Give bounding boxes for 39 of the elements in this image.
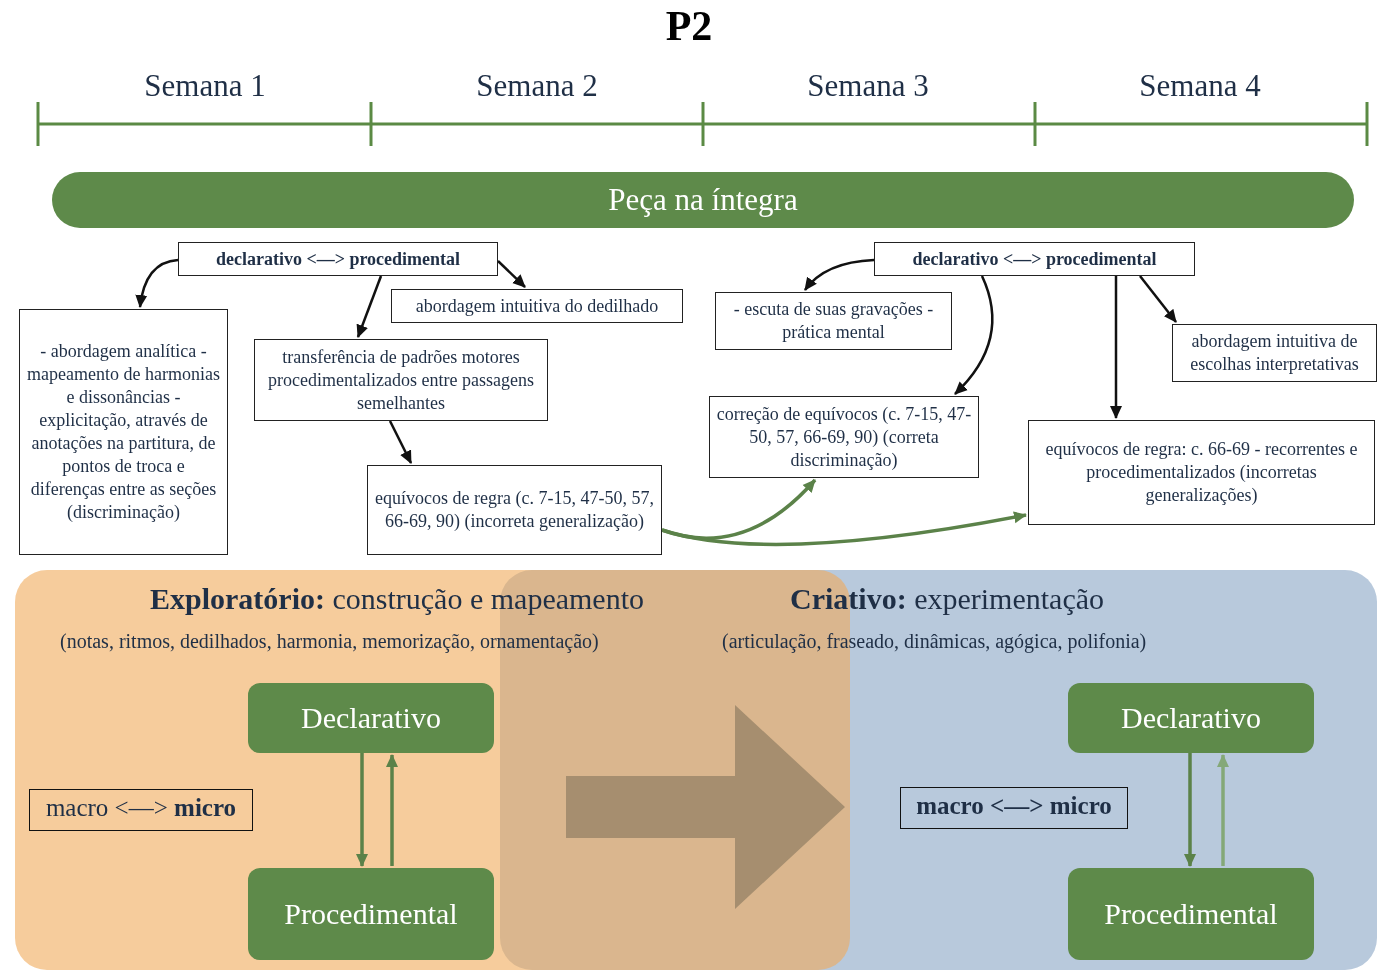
arrow xyxy=(356,275,383,338)
phase-heading: Exploratório: construção e mapeamento xyxy=(150,582,644,616)
process-box: abordagem intuitiva do dedilhado xyxy=(391,289,683,323)
process-box: declarativo <—> procedimental xyxy=(874,242,1195,276)
week-label: Semana 3 xyxy=(806,68,930,104)
memory-type-box: Declarativo xyxy=(248,683,494,753)
arrow xyxy=(1110,276,1122,419)
memory-type-box: Declarativo xyxy=(1068,683,1314,753)
arrow xyxy=(1139,275,1177,323)
arrow xyxy=(356,753,368,867)
phase-heading: Criativo: experimentação xyxy=(790,582,1105,616)
process-box: declarativo <—> procedimental xyxy=(178,242,498,276)
memory-type-box: Procedimental xyxy=(248,868,494,960)
phase-description: (notas, ritmos, dedilhados, harmonia, memorização, ornamentação) xyxy=(60,630,599,653)
scale-box: macro <—> micro xyxy=(900,787,1128,829)
scale-box: macro <—> micro xyxy=(29,789,253,831)
arrow xyxy=(661,511,1027,547)
diagram-title: P2 xyxy=(664,2,714,50)
arrow xyxy=(954,275,994,395)
arrow xyxy=(497,260,526,288)
phase-banner: Peça na íntegra xyxy=(52,172,1354,228)
process-box: equívocos de regra (c. 7-15, 47-50, 57, 66-69, 90) (incorreta generalização) xyxy=(367,465,662,555)
week-label: Semana 2 xyxy=(475,68,599,104)
week-label: Semana 4 xyxy=(1138,68,1262,104)
process-box: abordagem intuitiva de escolhas interpretativas xyxy=(1172,324,1377,382)
arrow xyxy=(388,420,413,464)
memory-type-box: Procedimental xyxy=(1068,868,1314,960)
phase-description: (articulação, fraseado, dinâmicas, agógica, polifonia) xyxy=(722,630,1147,653)
arrow xyxy=(1184,753,1196,867)
process-box: - abordagem analítica - mapeamento de harmonias e dissonâncias - explicitação, através de anotações na partitura, de pontos de troca e diferenças entre as seções (discriminação) xyxy=(19,309,228,555)
arrow xyxy=(804,258,875,291)
process-box: - escuta de suas gravações - prática mental xyxy=(715,292,952,350)
arrow xyxy=(135,258,179,308)
process-box: equívocos de regra: c. 66-69 - recorrentes e procedimentalizados (incorretas generalizações) xyxy=(1028,420,1375,525)
process-box: transferência de padrões motores procedimentalizados entre passagens semelhantes xyxy=(254,339,548,421)
process-box: correção de equívocos (c. 7-15, 47-50, 57, 66-69, 90) (correta discriminação) xyxy=(709,396,979,478)
week-label: Semana 1 xyxy=(143,68,267,104)
arrow xyxy=(1217,754,1229,866)
arrow xyxy=(386,754,398,866)
